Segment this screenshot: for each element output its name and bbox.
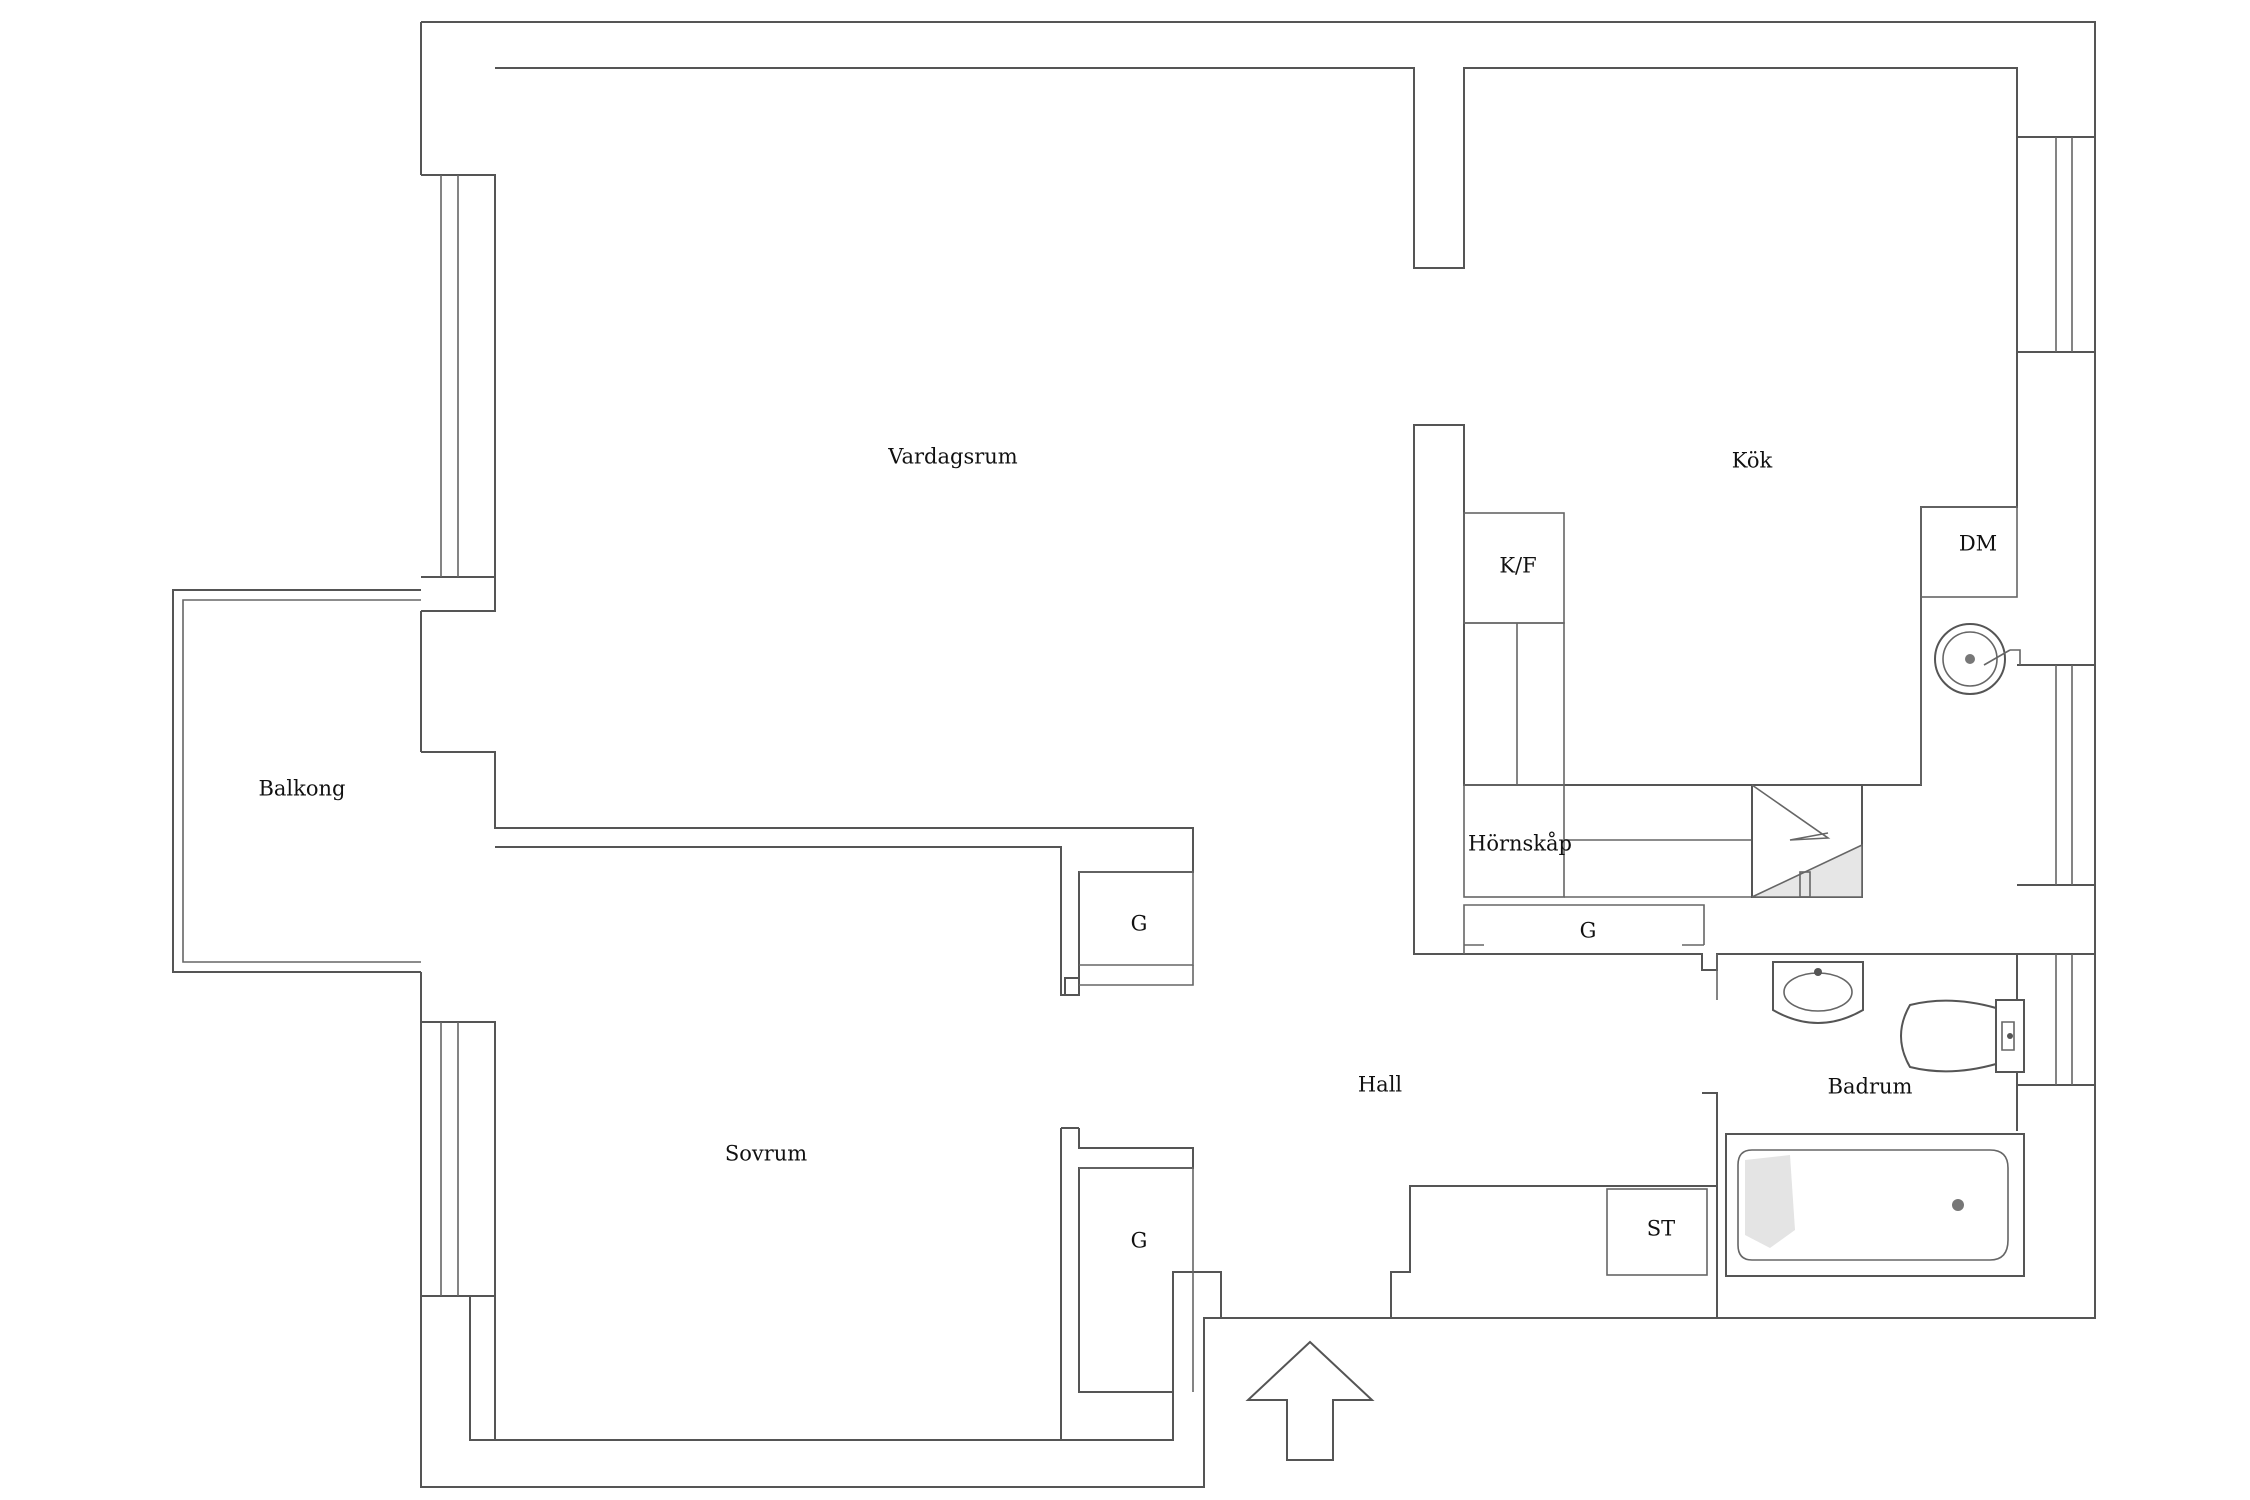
fixture-label-g-kitchen: G xyxy=(1580,919,1597,943)
wardrobe-lower xyxy=(1079,1167,1194,1392)
room-label-sovrum: Sovrum xyxy=(725,1142,807,1166)
kitchen-counters xyxy=(1463,506,2018,898)
stove-icon xyxy=(1751,784,1863,898)
fixture-label-st: ST xyxy=(1647,1217,1675,1241)
dishwasher xyxy=(1920,506,2018,598)
fixture-label-g-lower: G xyxy=(1131,1229,1148,1253)
fixture-label-kf: K/F xyxy=(1499,554,1536,578)
storage-cabinet xyxy=(1606,1188,1708,1276)
fixture-label-g-upper: G xyxy=(1131,912,1148,936)
balcony xyxy=(172,589,421,973)
entrance-arrow-icon xyxy=(1245,1340,1375,1461)
washbasin-icon xyxy=(1772,961,1864,1024)
hall-wardrobe-kitchen xyxy=(1463,904,1705,954)
room-label-kok: Kök xyxy=(1732,449,1773,473)
room-label-hall: Hall xyxy=(1358,1073,1403,1097)
fixture-label-dm: DM xyxy=(1959,532,1997,556)
room-label-vardagsrum: Vardagsrum xyxy=(887,445,1018,469)
toilet-icon xyxy=(1900,999,2025,1073)
room-label-badrum: Badrum xyxy=(1828,1075,1913,1099)
windows xyxy=(440,137,2073,1296)
sink-icon xyxy=(1934,623,2021,695)
room-label-balkong: Balkong xyxy=(258,777,345,801)
corner-cabinet xyxy=(1463,784,1565,898)
bathroom-fixtures xyxy=(1716,954,2025,1277)
fixture-label-hornskap: Hörnskåp xyxy=(1468,832,1572,856)
wardrobe-upper xyxy=(1079,871,1194,986)
